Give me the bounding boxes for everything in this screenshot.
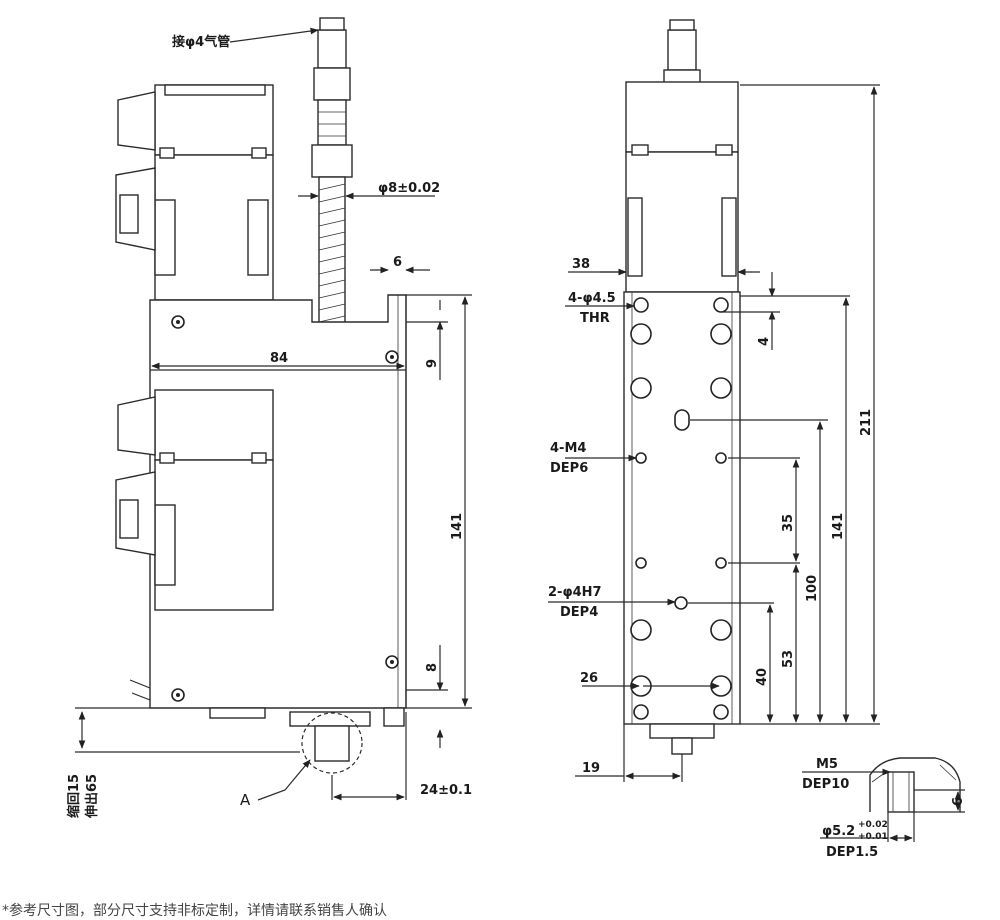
height-53-dim: 53 <box>781 650 796 668</box>
height-211-dim: 211 <box>859 409 874 436</box>
counterbore-label: φ5.2 <box>822 824 855 839</box>
width-38-dim: 38 <box>572 257 590 272</box>
tolerance-lower: +0.01 <box>858 832 888 842</box>
height-141-front-dim: 141 <box>831 513 846 540</box>
front-view: 38 4-φ4.5 THR 4 4-M4 DEP6 211 141 35 100… <box>548 19 880 782</box>
height-100-dim: 100 <box>805 575 820 602</box>
front-plate <box>623 291 741 725</box>
pin-holes-label: 2-φ4H7 <box>548 585 602 600</box>
upper-motor <box>115 84 274 301</box>
side-view: 接φ4气管 φ8±0.02 6 84 9 141 8 24±0.1 A 缩回15… <box>66 17 472 819</box>
offset-4-dim: 4 <box>757 337 772 346</box>
spacing-35-dim: 35 <box>781 514 796 532</box>
width-84-dim: 84 <box>270 351 288 366</box>
stroke-extend-label: 伸出65 <box>84 774 100 819</box>
spacing-26-dim: 26 <box>580 671 598 686</box>
stroke-retract-label: 缩回15 <box>66 774 82 818</box>
offset-19-dim: 19 <box>582 761 600 776</box>
detail-a-marker: A <box>240 791 251 809</box>
m4-holes-label: 4-M4 <box>550 441 586 456</box>
lower-motor <box>115 389 274 611</box>
width-24-dim: 24±0.1 <box>420 783 472 798</box>
offset-8-dim: 8 <box>425 663 440 672</box>
detail-view: M5 DEP10 6 φ5.2 +0.02 +0.01 DEP1.5 <box>802 757 966 860</box>
thread-depth-label: DEP10 <box>802 777 849 792</box>
m4-depth-label: DEP6 <box>550 461 588 476</box>
thr-label: THR <box>580 311 610 326</box>
air-pipe-label: 接φ4气管 <box>172 34 230 50</box>
thread-label: M5 <box>816 757 838 772</box>
detail-6-dim: 6 <box>951 797 966 806</box>
pin-depth-label: DEP4 <box>560 605 598 620</box>
air-fitting <box>311 17 353 178</box>
counterbore-depth-label: DEP1.5 <box>826 845 878 860</box>
offset-9-dim: 9 <box>425 359 440 368</box>
offset-6-dim: 6 <box>393 255 402 270</box>
thr-holes-label: 4-φ4.5 <box>568 291 616 306</box>
screw-shaft <box>318 176 346 324</box>
tolerance-upper: +0.02 <box>858 820 888 830</box>
height-40-dim: 40 <box>755 668 770 686</box>
detail-a-circle <box>301 712 363 774</box>
shaft-diameter-dim: φ8±0.02 <box>378 181 440 196</box>
footer-note: *参考尺寸图，部分尺寸支持非标定制，详情请联系销售人确认 <box>2 903 387 919</box>
height-141-dim: 141 <box>450 513 465 540</box>
